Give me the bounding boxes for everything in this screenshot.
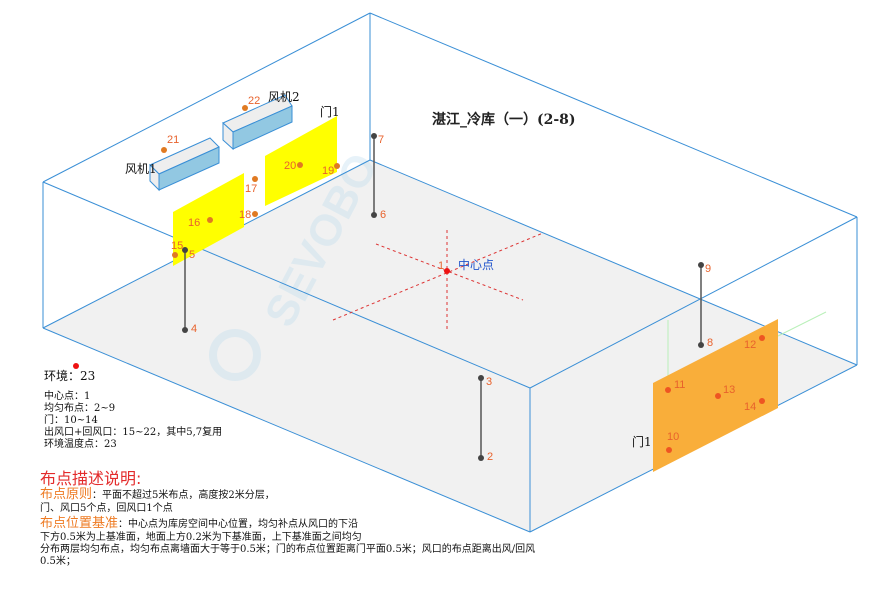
point-label: 22 (248, 95, 260, 107)
basis-text-2: 下方0.5米为上基准面，地面上方0.2米为下基准面，上下基准面之间均匀 (40, 532, 362, 543)
point-label: 11 (674, 379, 685, 391)
fan-2-label: 风机2 (268, 90, 300, 104)
legend-uniform: 均匀布点：2~9 (44, 403, 116, 414)
door-points (665, 335, 765, 453)
point-label: 13 (723, 384, 735, 396)
point-label: 12 (744, 339, 756, 351)
point-label: 7 (378, 134, 384, 146)
center-label: 中心点 (458, 257, 494, 272)
point-label: 6 (380, 209, 386, 221)
sensor-poles (184, 136, 702, 458)
legend-vents: 出风口+回风口：15~22，其中5,7复用 (44, 427, 223, 438)
point-label: 16 (188, 217, 200, 229)
center-point (444, 268, 450, 274)
point-label: 15 (171, 240, 183, 252)
legend-env-temp: 环境温度点：23 (44, 439, 117, 450)
principle-text-2: 门、风口5个点，回风口1个点 (40, 503, 173, 514)
point-label: 21 (167, 134, 179, 146)
fan-unit-2 (222, 94, 293, 151)
point-label: 9 (705, 263, 711, 275)
guide (777, 311, 827, 337)
point-label: 17 (245, 183, 257, 195)
principle-label: 布点原则 (40, 487, 93, 502)
basis-text: ：中心点为库房空间中心位置，均匀补点从风口的下沿 (118, 519, 359, 530)
point-label: 3 (486, 376, 492, 388)
fan-unit-1 (149, 137, 220, 192)
diagram-title: 湛江_冷库（一）(2-8) (432, 111, 576, 128)
fan-1-label: 风机1 (125, 162, 157, 176)
point-label: 8 (707, 337, 713, 349)
point-label: 5 (189, 249, 195, 261)
principle-line: 布点原则：平面不超过5米布点，高度按2米分层， (40, 488, 275, 503)
env-point (73, 363, 79, 369)
basis-text-3: 分布两层均匀布点，均匀布点离墙面大于等于0.5米；门的布点位置距离门平面0.5米… (40, 544, 536, 555)
point-label: 1 (438, 260, 444, 272)
legend-door: 门：10~14 (44, 415, 98, 426)
point-label: 2 (487, 451, 493, 463)
point-label: 10 (667, 431, 679, 443)
front-door-label: 门1 (632, 434, 652, 449)
principle-text: ：平面不超过5米布点，高度按2米分层， (92, 490, 275, 501)
basis-label: 布点位置基准 (40, 516, 119, 531)
back-door-label: 门1 (320, 104, 340, 119)
point-label: 4 (191, 323, 197, 335)
pole-points (182, 133, 704, 461)
vent-points (161, 105, 340, 258)
legend-center: 中心点：1 (44, 391, 91, 402)
notes-heading: 布点描述说明: (40, 469, 142, 488)
point-label: 19 (322, 165, 334, 177)
basis-line: 布点位置基准：中心点为库房空间中心位置，均匀补点从风口的下沿 (40, 517, 358, 532)
env-label: 环境：23 (44, 369, 96, 383)
point-label: 18 (239, 209, 251, 221)
back-door-right (265, 116, 337, 206)
point-label: 14 (744, 401, 756, 413)
basis-text-4: 0.5米； (40, 556, 76, 567)
point-label: 20 (284, 160, 296, 172)
